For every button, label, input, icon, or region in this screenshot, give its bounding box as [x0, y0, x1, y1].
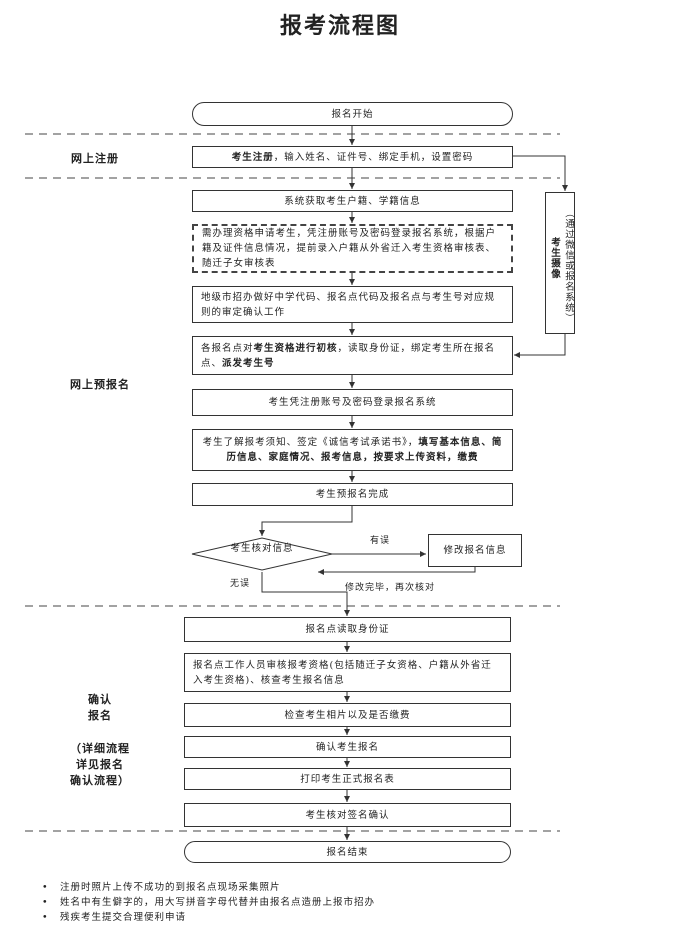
decision-diamond: [191, 537, 333, 571]
step-login-label: 考生凭注册账号及密码登录报名系统: [268, 397, 437, 408]
note-item: 残疾考生提交合理便利申请: [42, 910, 375, 925]
step-qualification-label: 需办理资格申请考生，凭注册账号及密码登录报名系统，根据户籍及证件信息情况，提前录…: [202, 228, 497, 269]
label-error: 有误: [370, 536, 391, 546]
step-register-rest: ，输入姓名、证件号、绑定手机，设置密码: [273, 151, 474, 163]
confirm-photo-fee: 检查考生相片以及是否缴费: [184, 703, 511, 727]
notes-list: 注册时照片上传不成功的到报名点现场采集照片 姓名中有生僻字的，用大写拼音字母代替…: [42, 880, 375, 925]
step-fetch-info: 系统获取考生户籍、学籍信息: [192, 190, 513, 212]
confirm-print-label: 打印考生正式报名表: [300, 773, 395, 785]
confirm-sign: 考生核对签名确认: [184, 803, 511, 827]
step-modify-label: 修改报名信息: [443, 545, 507, 556]
step-register: 考生注册，输入姓名、证件号、绑定手机，设置密码: [192, 146, 513, 168]
arrow-decision-c1: [261, 572, 350, 616]
section-confirm-note-3: 确认流程）: [70, 774, 130, 787]
step-initial-check-b: 考生资格进行初核: [253, 342, 338, 354]
side-label: 考生摄像: [549, 237, 560, 279]
step-fill-info-a: 考生了解报考须知、签定《诚信考试承诺书》，: [202, 437, 419, 448]
section-online-register: 网上注册: [71, 152, 119, 165]
confirm-audit-label: 报名点工作人员审核报考资格(包括随迁子女资格、户籍从外省迁入考生资格)、核查考生…: [193, 659, 492, 686]
end-label: 报名结束: [326, 846, 369, 858]
side-camera-box: （通过微信或报名系统） 考生摄像: [545, 192, 575, 334]
note-item: 姓名中有生僻字的，用大写拼音字母代替并由报名点造册上报市招办: [42, 895, 375, 910]
side-note: （通过微信或报名系统）: [563, 208, 574, 324]
confirm-read-id: 报名点读取身份证: [184, 617, 511, 642]
start-node: 报名开始: [192, 102, 513, 126]
arrows: [259, 125, 568, 840]
arrow-s1-side: [513, 155, 568, 191]
section-dividers: [25, 133, 560, 832]
step-register-bold: 考生注册: [231, 151, 274, 163]
arrow-side-s5: [514, 334, 566, 358]
decision-label: 考生核对信息: [230, 543, 294, 554]
confirm-read-id-label: 报名点读取身份证: [305, 624, 390, 635]
confirm-photo-fee-label: 检查考生相片以及是否缴费: [284, 709, 411, 721]
page-title: 报考流程图: [279, 13, 400, 39]
arrow-s8-decision: [259, 505, 353, 536]
step-fill-info: 考生了解报考须知、签定《诚信考试承诺书》，填写基本信息、简历信息、家庭情况、报考…: [192, 429, 513, 471]
end-node: 报名结束: [184, 841, 511, 863]
step-qualification: 需办理资格申请考生，凭注册账号及密码登录报名系统，根据户籍及证件信息情况，提前录…: [192, 224, 513, 273]
step-initial-check-c: ，读取身份证，绑定考生所在报名点、: [201, 342, 496, 369]
section-confirm-a: 确认: [88, 693, 112, 706]
note-item: 注册时照片上传不成功的到报名点现场采集照片: [42, 880, 375, 895]
step-fill-info-b: 填写基本信息、简历信息、家庭情况、报考信息，按要求上传资料，缴费: [226, 437, 503, 463]
step-pre-complete: 考生预报名完成: [192, 483, 513, 506]
section-confirm-note-2: 详见报名: [76, 758, 124, 771]
step-login: 考生凭注册账号及密码登录报名系统: [192, 389, 513, 416]
step-initial-check-d: 派发考生号: [222, 357, 275, 369]
arrow-modify-decision: [318, 566, 476, 575]
confirm-print: 打印考生正式报名表: [184, 768, 511, 790]
section-pre-register: 网上预报名: [70, 378, 130, 391]
step-pre-complete-label: 考生预报名完成: [315, 489, 390, 500]
confirm-sign-label: 考生核对签名确认: [305, 809, 390, 821]
section-confirm-b: 报名: [88, 709, 112, 722]
step-city-codes: 地级市招办做好中学代码、报名点代码及报名点与考生号对应规则的审定确认工作: [192, 286, 513, 323]
label-recheck: 修改完毕，再次核对: [345, 583, 436, 593]
step-city-codes-label: 地级市招办做好中学代码、报名点代码及报名点与考生号对应规则的审定确认工作: [201, 291, 496, 318]
section-confirm-note-1: （详细流程: [70, 742, 130, 755]
confirm-register-label: 确认考生报名: [315, 741, 379, 753]
step-initial-check-a: 各报名点对: [201, 342, 254, 354]
confirm-register: 确认考生报名: [184, 736, 511, 758]
confirm-audit: 报名点工作人员审核报考资格(包括随迁子女资格、户籍从外省迁入考生资格)、核查考生…: [184, 653, 511, 692]
step-modify: 修改报名信息: [428, 534, 522, 567]
start-label: 报名开始: [331, 108, 374, 120]
label-ok: 无误: [230, 579, 251, 589]
step-fetch-info-label: 系统获取考生户籍、学籍信息: [284, 195, 421, 207]
step-initial-check: 各报名点对考生资格进行初核，读取身份证，绑定考生所在报名点、派发考生号: [192, 336, 513, 375]
